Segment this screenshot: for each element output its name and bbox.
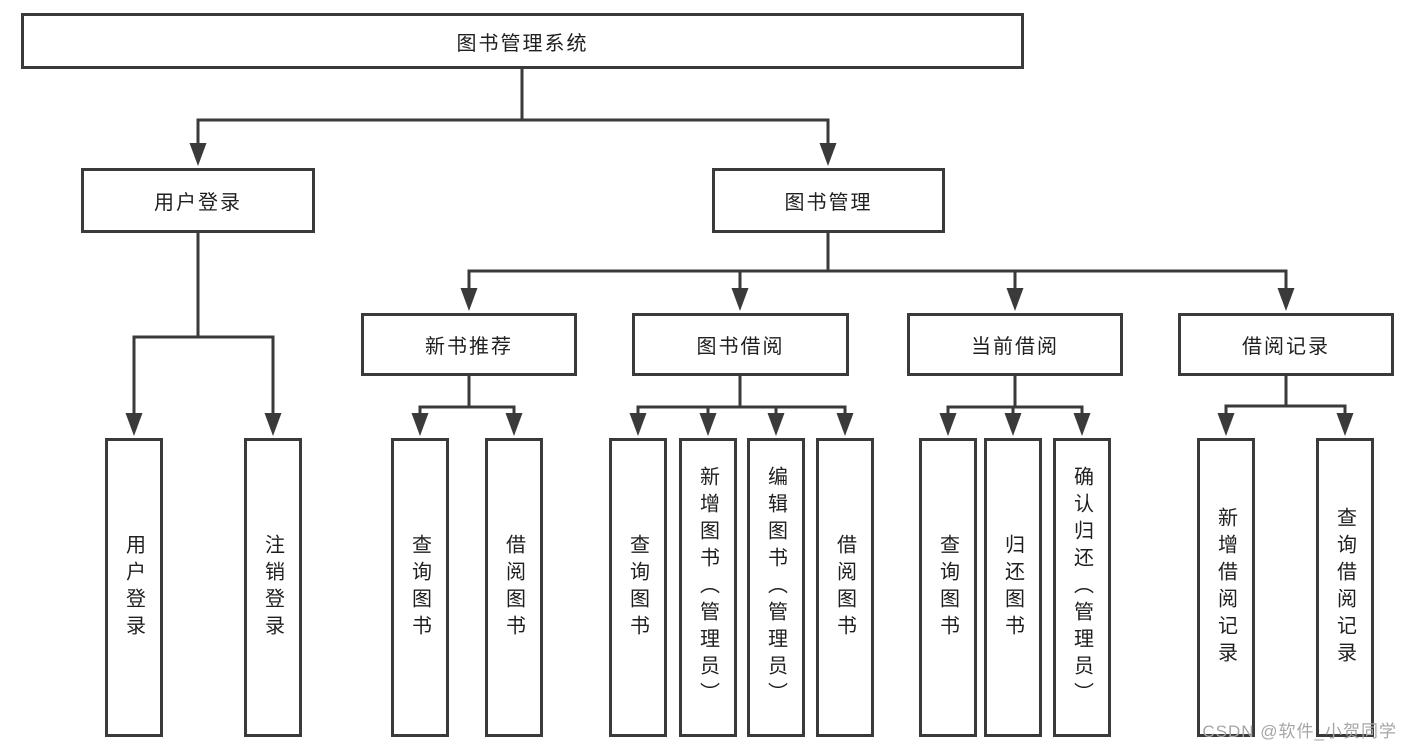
- edge-user-login-to-children: [125, 233, 282, 436]
- node-cb-confirm-return: 确认归还（管理员）: [1053, 438, 1111, 737]
- arrowhead-icon: [411, 413, 429, 436]
- node-label-cb-confirm-return: 确认归还（管理员）: [1070, 466, 1093, 709]
- edge-book-borrow-to-children: [629, 376, 854, 436]
- arrowhead-icon: [505, 413, 523, 436]
- node-bb-add-book: 新增图书（管理员）: [679, 438, 737, 737]
- arrowhead-icon: [264, 413, 282, 436]
- edge-book-mgmt-to-children: [460, 233, 1295, 311]
- node-br-query-record: 查询借阅记录: [1316, 438, 1374, 737]
- node-label-user-login: 用户登录: [154, 192, 242, 214]
- node-label-bb-borrow-book: 借阅图书: [833, 533, 856, 642]
- node-book-mgmt: 图书管理: [712, 168, 945, 233]
- node-label-root: 图书管理系统: [456, 32, 589, 55]
- arrowhead-icon: [125, 413, 143, 436]
- node-br-add-record: 新增借阅记录: [1197, 438, 1255, 737]
- arrowhead-icon: [939, 413, 957, 436]
- node-label-current-borrow: 当前借阅: [971, 336, 1059, 358]
- node-cb-return-book: 归还图书: [984, 438, 1042, 737]
- node-label-book-borrow: 图书借阅: [696, 336, 785, 358]
- node-label-login: 用户登录: [122, 533, 145, 642]
- node-label-book-mgmt: 图书管理: [784, 192, 873, 214]
- node-login: 用户登录: [105, 438, 163, 737]
- arrowhead-icon: [1277, 288, 1295, 311]
- node-label-new-book-rec: 新书推荐: [425, 336, 513, 358]
- arrowhead-icon: [460, 288, 478, 311]
- arrowhead-icon: [819, 143, 837, 166]
- arrowhead-icon: [731, 288, 749, 311]
- node-rec-query-book: 查询图书: [391, 438, 449, 737]
- arrowhead-icon: [836, 413, 854, 436]
- arrowhead-icon: [1217, 413, 1235, 436]
- node-label-borrow-records: 借阅记录: [1242, 336, 1330, 358]
- node-book-borrow: 图书借阅: [632, 313, 849, 376]
- node-label-br-query-record: 查询借阅记录: [1333, 506, 1356, 669]
- edge-current-borrow-to-children: [939, 376, 1091, 436]
- node-label-bb-query-book: 查询图书: [626, 533, 649, 642]
- node-label-bb-edit-book: 编辑图书（管理员）: [764, 466, 787, 709]
- node-bb-borrow-book: 借阅图书: [816, 438, 874, 737]
- node-bb-edit-book: 编辑图书（管理员）: [747, 438, 805, 737]
- node-user-login: 用户登录: [81, 168, 315, 233]
- node-logout: 注销登录: [244, 438, 302, 737]
- node-new-book-rec: 新书推荐: [361, 313, 577, 376]
- node-label-cb-return-book: 归还图书: [1001, 533, 1024, 642]
- node-bb-query-book: 查询图书: [609, 438, 667, 737]
- node-cb-query-book: 查询图书: [919, 438, 977, 737]
- node-label-cb-query-book: 查询图书: [936, 533, 959, 642]
- arrowhead-icon: [189, 143, 207, 166]
- node-root: 图书管理系统: [21, 13, 1024, 69]
- arrowhead-icon: [1336, 413, 1354, 436]
- arrowhead-icon: [699, 413, 717, 436]
- node-label-br-add-record: 新增借阅记录: [1214, 506, 1237, 669]
- node-label-bb-add-book: 新增图书（管理员）: [696, 466, 719, 709]
- node-rec-borrow-book: 借阅图书: [485, 438, 543, 737]
- node-label-rec-query-book: 查询图书: [408, 533, 431, 642]
- arrowhead-icon: [767, 413, 785, 436]
- arrowhead-icon: [629, 413, 647, 436]
- node-borrow-records: 借阅记录: [1178, 313, 1394, 376]
- node-label-rec-borrow-book: 借阅图书: [502, 533, 525, 642]
- node-label-logout: 注销登录: [261, 533, 284, 642]
- arrowhead-icon: [1073, 413, 1091, 436]
- arrowhead-icon: [1006, 288, 1024, 311]
- edge-root-to-level2: [189, 69, 837, 166]
- edge-new-book-rec-to-children: [411, 376, 523, 436]
- edge-borrow-records-to-children: [1217, 376, 1354, 436]
- node-current-borrow: 当前借阅: [907, 313, 1123, 376]
- arrowhead-icon: [1004, 413, 1022, 436]
